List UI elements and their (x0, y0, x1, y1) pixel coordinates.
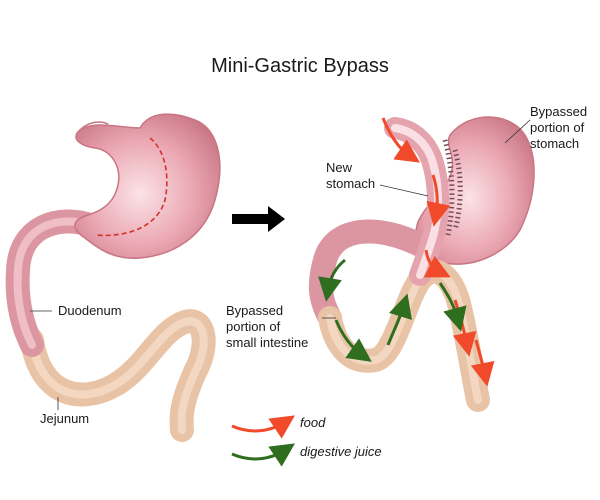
legend-juice-arrow (231, 443, 295, 467)
new-stomach-line-1: New (326, 160, 353, 175)
food-arrow-2 (426, 174, 451, 227)
diagram-title: Mini-Gastric Bypass (211, 55, 389, 77)
bypassed-intestine-label: Bypassed portion of small intestine (226, 303, 308, 351)
stomach-shape (74, 113, 221, 259)
transition-arrow (232, 206, 285, 232)
legend-food-label: food (300, 415, 326, 430)
bypassed-stomach-line-3: stomach (530, 136, 580, 151)
juice-arrow-1 (318, 258, 346, 302)
food-arrow-3 (423, 249, 451, 278)
jejunum-label: Jejunum (40, 411, 90, 426)
duodenum-label: Duodenum (58, 303, 122, 318)
bypassed-stomach-line-1: Bypassed (530, 104, 588, 119)
bypassed-stomach-line-2: portion of (530, 120, 585, 135)
leader-bypassed-stomach (504, 119, 531, 144)
normal-anatomy (5, 113, 221, 442)
juice-arrow-2 (334, 319, 372, 362)
juice-arrow-3 (386, 293, 412, 346)
new-stomach-line-2: stomach (326, 176, 376, 191)
legend-food-arrow (231, 415, 295, 439)
legend-juice-label: digestive juice (300, 444, 382, 459)
bypassed-intestine-line-1: Bypassed (226, 303, 284, 318)
food-arrow-5 (470, 339, 495, 387)
new-stomach-label: New stomach (326, 160, 375, 192)
bypassed-intestine-line-3: small intestine (226, 335, 309, 350)
cut-line (94, 137, 168, 237)
bypass-anatomy (308, 116, 535, 412)
bypassed-stomach-label: Bypassed portion of stomach (530, 104, 587, 152)
juice-arrow-4 (438, 282, 467, 332)
food-arrow-1 (381, 117, 420, 163)
bypassed-intestine-line-2: portion of (226, 319, 281, 334)
leader-new-stomach (379, 184, 429, 197)
